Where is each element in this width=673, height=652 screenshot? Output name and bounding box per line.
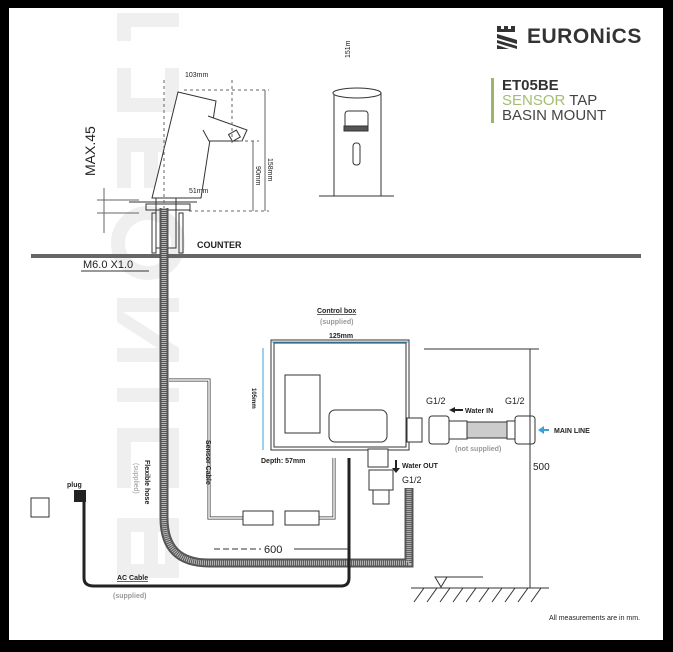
- main-line-arrow-icon: [538, 426, 549, 434]
- hose-label: Flexible hose: [143, 460, 150, 504]
- plug-icon: [74, 490, 86, 502]
- plug-label: plug: [67, 482, 82, 489]
- castle-stripes-icon: [497, 26, 517, 49]
- control-box-depth: Depth: 57mm: [261, 458, 305, 465]
- control-box-title: Control box: [317, 308, 356, 315]
- footnote: All measurements are in mm.: [549, 615, 640, 622]
- sensor-connector-male: [242, 510, 274, 526]
- base-label: 51mm: [189, 188, 209, 195]
- water-in-arrow-icon: [449, 407, 463, 413]
- g-right-label: G1/2: [505, 396, 525, 406]
- main-line-label: MAIN LINE: [554, 428, 590, 435]
- inlet-hose: [428, 415, 536, 445]
- ac-supplied: (supplied): [113, 593, 146, 600]
- product-code: ET05BE: [502, 77, 559, 94]
- floor-symbol: [411, 576, 549, 603]
- water-in-label: Water IN: [465, 408, 493, 415]
- hose-length: 600: [264, 544, 282, 556]
- front-height-label: 151m: [345, 40, 352, 58]
- counter-surface: [31, 254, 641, 258]
- installation-diagram: 103mm 158mm 90mm 51mm MAX.45 M6.0 X1.0 1…: [30, 13, 641, 622]
- max-label: MAX.45: [82, 126, 98, 176]
- g-out-label: G1/2: [402, 475, 422, 485]
- product-type: TAP: [565, 92, 598, 109]
- ac-cable: [82, 458, 351, 588]
- control-box-supplied: (supplied): [320, 319, 353, 326]
- diagram-sheet: 103mm 158mm 90mm 51mm MAX.45 M6.0 X1.0 1…: [9, 8, 663, 640]
- counter-label: COUNTER: [197, 240, 242, 250]
- tap-side-view: [129, 91, 248, 254]
- ac-cable-label: AC Cable: [117, 575, 148, 582]
- sensor-cable-label: Sensor Cable: [204, 440, 211, 485]
- product-title: ET05BE SENSOR TAP BASIN MOUNT: [491, 78, 606, 123]
- brand-name: EURONiCS: [527, 25, 642, 48]
- g-left-label: G1/2: [426, 396, 446, 406]
- water-out-label: Water OUT: [402, 463, 439, 470]
- wall-socket-icon: [30, 497, 50, 518]
- not-supplied-label: (not supplied): [455, 446, 501, 453]
- control-box-height: 105mm: [250, 388, 256, 409]
- height-500-label: 500: [533, 462, 550, 473]
- sensor-connector-female: [284, 510, 320, 526]
- thread-label: M6.0 X1.0: [83, 259, 133, 271]
- tap-width-label: 103mm: [185, 72, 209, 79]
- control-box: [270, 339, 423, 505]
- product-mount: BASIN MOUNT: [502, 107, 607, 124]
- tap-height-label: 158mm: [266, 158, 273, 182]
- spout-height-label: 90mm: [254, 166, 261, 186]
- product-type-accent: SENSOR: [502, 92, 566, 109]
- control-box-width: 125mm: [329, 333, 353, 340]
- brand-logo: EURONiCS: [495, 24, 642, 50]
- tap-front-view: [319, 87, 394, 197]
- water-out-arrow-icon: [392, 460, 400, 473]
- tap-dimension-lines: [97, 80, 269, 233]
- hose-supplied: (supplied): [132, 463, 139, 494]
